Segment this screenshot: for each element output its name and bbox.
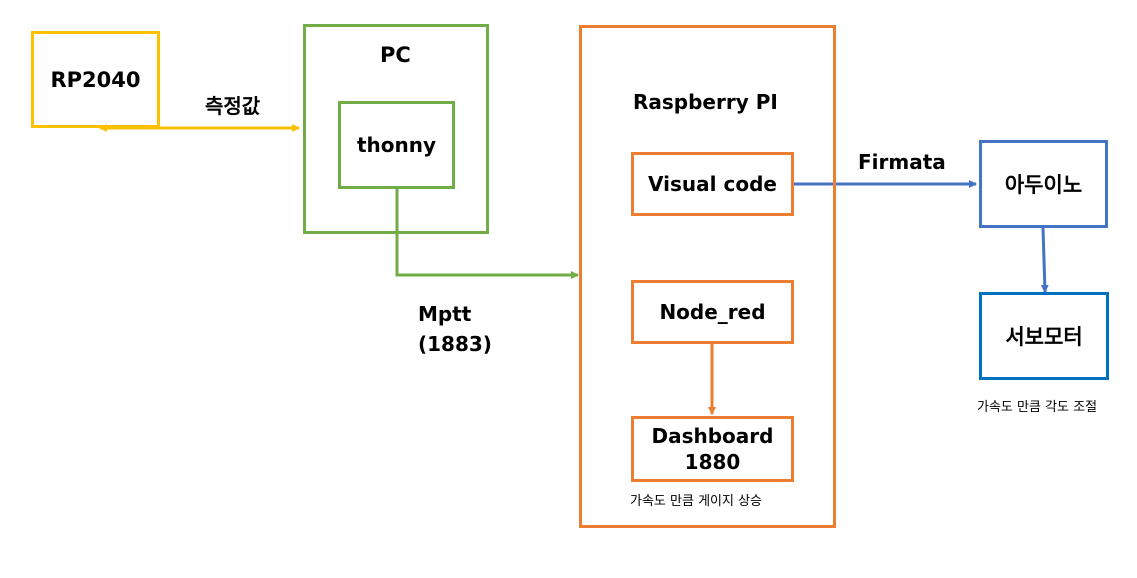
mqtt-port-label: (1883) (418, 332, 492, 356)
servo-box: 서보모터 (979, 292, 1109, 380)
node-red-label: Node_red (659, 300, 766, 324)
visual-code-box: Visual code (631, 152, 794, 216)
dashboard-box: Dashboard 1880 (631, 416, 794, 482)
node-red-box: Node_red (631, 280, 794, 344)
visual-code-label: Visual code (648, 172, 777, 196)
arduino-box: 아두이노 (979, 140, 1108, 228)
arduino-label: 아두이노 (1004, 173, 1083, 197)
servo-caption: 가속도 만큼 각도 조절 (977, 400, 1098, 415)
measure-label: 측정값 (205, 94, 261, 118)
pc-label: PC (380, 43, 411, 67)
dashboard-caption: 가속도 만큼 게이지 상승 (630, 494, 762, 509)
pc-box (303, 24, 489, 234)
firmata-label: Firmata (858, 150, 946, 174)
servo-label: 서보모터 (1005, 325, 1083, 349)
raspberry-pi-label: Raspberry PI (633, 90, 778, 114)
thonny-label: thonny (356, 133, 437, 157)
servo-arrow (1040, 227, 1049, 293)
raspberry-pi-box (579, 25, 836, 528)
mqtt-arrow (395, 188, 579, 279)
dashboard-label: Dashboard (651, 424, 774, 448)
thonny-box: thonny (338, 101, 455, 189)
mqtt-label: Mptt (418, 302, 472, 326)
rp2040-label: RP2040 (50, 67, 141, 92)
dashboard-port-label: 1880 (684, 450, 741, 474)
rp2040-box: RP2040 (31, 31, 160, 128)
